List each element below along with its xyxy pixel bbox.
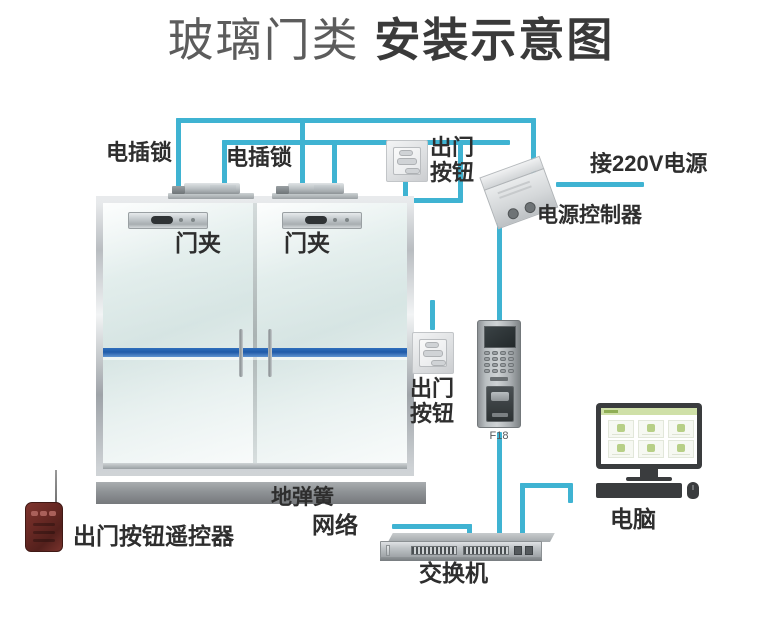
clamp-dot-icon xyxy=(333,218,337,222)
monitor-screen xyxy=(601,408,697,464)
door-clamp-hardware-left xyxy=(128,212,208,229)
bolt-lock-stub xyxy=(276,186,289,194)
label-power-220v: 接220V电源 xyxy=(590,151,708,176)
label-computer: 电脑 xyxy=(610,506,656,532)
exit-button-switch-icon xyxy=(397,158,417,165)
bolt-lock-stub xyxy=(172,186,185,194)
clamp-dot-icon xyxy=(191,218,195,222)
page-title-light: 玻璃门类 xyxy=(167,14,360,66)
wire-computer-riser xyxy=(520,483,525,539)
label-power-controller: 电源控制器 xyxy=(537,204,642,227)
exit-button-plate-top[interactable] xyxy=(386,140,428,182)
exit-button-indicator-icon xyxy=(425,342,439,348)
exit-button-plate-mid[interactable] xyxy=(412,332,454,374)
label-exit-button-top: 出门 按钮 xyxy=(430,135,475,185)
exit-button-label-strip xyxy=(431,360,446,366)
switch-sfp-port xyxy=(514,546,522,555)
bolt-lock-body xyxy=(184,183,240,194)
bolt-lock-plate xyxy=(168,193,254,199)
clamp-cap-icon xyxy=(305,216,327,224)
terminal-model-caption: F18 xyxy=(489,430,509,442)
mouse xyxy=(687,482,699,499)
door-glass-right xyxy=(257,203,407,469)
terminal-screen xyxy=(484,326,516,348)
switch-status-led-icon xyxy=(386,545,390,556)
door-clamp-hardware-right xyxy=(282,212,362,229)
wire-exit-button-mid-stem xyxy=(430,300,435,330)
glass-door-assembly xyxy=(96,196,414,476)
label-floor-spring: 地弹簧 xyxy=(271,486,334,509)
monitor-stand xyxy=(640,469,658,478)
bolt-lock-plate xyxy=(272,193,358,199)
page-title: 玻璃门类 安装示意图 xyxy=(0,10,782,70)
computer-device xyxy=(596,403,702,501)
switch-front-face xyxy=(380,541,542,558)
exit-button-label-strip xyxy=(405,168,420,174)
wire-220v-feed xyxy=(556,182,644,187)
clamp-dot-icon xyxy=(179,218,183,222)
label-bolt-lock-right: 电插锁 xyxy=(226,145,293,170)
floor-spring-bar xyxy=(96,482,426,504)
switch-sfp-port xyxy=(525,546,533,555)
door-handle-left xyxy=(239,329,243,377)
label-switch: 交换机 xyxy=(419,560,488,586)
wire-left-lock-drop xyxy=(176,118,181,188)
wire-inner-mid-drop xyxy=(300,118,305,190)
page-title-bold: 安装示意图 xyxy=(374,14,615,66)
bolt-lock-hardware-left xyxy=(168,182,254,199)
screen-header-bar xyxy=(601,408,697,415)
wire-controller-to-terminal xyxy=(497,222,502,322)
wire-network-run xyxy=(392,524,472,529)
terminal-keypad[interactable] xyxy=(484,351,514,373)
terminal-brand-logo-icon xyxy=(490,377,508,381)
label-remote: 出门按钮遥控器 xyxy=(73,523,234,549)
exit-button-switch-icon xyxy=(423,350,443,357)
switch-port-bank xyxy=(463,546,509,555)
switch-port-bank xyxy=(411,546,457,555)
label-exit-button-mid: 出门 按钮 xyxy=(410,376,455,426)
wire-top-inner-bus xyxy=(222,140,510,145)
wire-computer-drop xyxy=(568,483,573,503)
door-center-split xyxy=(253,203,257,469)
label-door-clamp-right: 门夹 xyxy=(284,230,330,256)
terminal-fingerprint-sensor[interactable] xyxy=(486,386,514,422)
wire-terminal-to-switch xyxy=(497,432,502,538)
wire-exit-button-top-run xyxy=(403,198,463,203)
wire-inner-right-drop xyxy=(332,140,337,190)
monitor-stand-base xyxy=(626,477,672,481)
wire-outer-right-drop xyxy=(531,118,536,180)
remote-shell xyxy=(25,502,63,552)
wire-top-outer-bus xyxy=(176,118,536,123)
clamp-cap-icon xyxy=(151,216,173,224)
door-glass-left xyxy=(103,203,253,469)
wire-exit-button-top-stem xyxy=(403,180,408,202)
fingerprint-access-terminal[interactable] xyxy=(477,320,521,428)
bolt-lock-body xyxy=(288,183,344,194)
door-bottom-rail xyxy=(103,463,407,469)
remote-antenna xyxy=(55,470,57,506)
network-switch-device xyxy=(380,533,555,563)
door-stripe-highlight xyxy=(103,357,407,360)
label-bolt-lock-left: 电插锁 xyxy=(106,140,173,165)
exit-button-indicator-icon xyxy=(399,150,413,156)
wire-computer-run xyxy=(520,483,572,488)
keyboard xyxy=(596,483,682,498)
wire-exit-button-top-riser xyxy=(458,140,463,200)
door-handle-right xyxy=(268,329,272,377)
exit-button-remote-device[interactable] xyxy=(22,470,68,552)
bolt-lock-hardware-right xyxy=(272,182,358,199)
door-blue-stripe xyxy=(103,348,407,357)
label-network: 网络 xyxy=(312,512,358,538)
clamp-dot-icon xyxy=(345,218,349,222)
label-door-clamp-left: 门夹 xyxy=(175,230,221,256)
switch-base xyxy=(380,557,542,561)
wire-right-lock-drop xyxy=(222,140,227,188)
